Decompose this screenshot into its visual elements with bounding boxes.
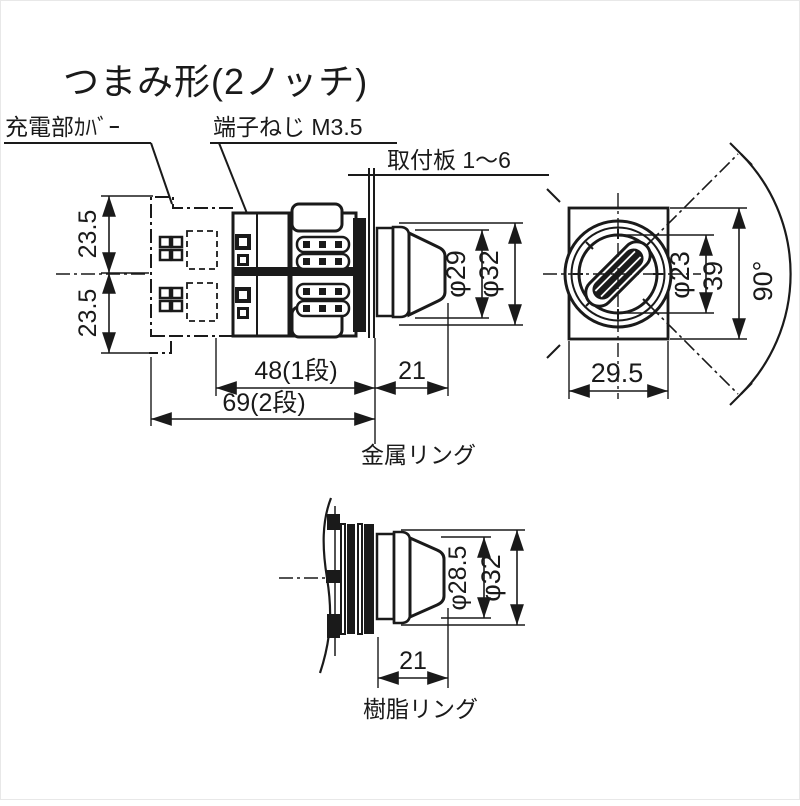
- dim-side-diameters: φ29 φ32: [399, 222, 523, 326]
- callout-terminal-screw: 端子ねじ M3.5: [210, 114, 397, 242]
- dim-depth-stage1: 48(1段): [254, 357, 337, 385]
- dim-rotation-angle: 90°: [748, 261, 778, 302]
- body-terminal-rows: [295, 235, 351, 318]
- live-part-cover-label: 充電部ｶﾊﾞｰ: [5, 114, 120, 140]
- ring-flange: [391, 225, 411, 319]
- dim-front-len-resin: 21: [399, 647, 427, 675]
- metal-ring-label: 金属リング: [361, 442, 476, 468]
- resin-ring-label: 樹脂リング: [363, 696, 478, 722]
- mounting-plate: [368, 168, 375, 338]
- dim-front-vertical: φ23 39: [621, 207, 747, 340]
- dim-resin-diameters: φ28.5 φ32: [401, 529, 525, 626]
- dim-terminal-pitch: 23.5 23.5: [74, 195, 153, 354]
- rotation-range: 90°: [648, 142, 792, 406]
- live-part-cover-outline: [149, 196, 233, 354]
- dim-body-height: 39: [698, 261, 728, 291]
- resin-ring-view: φ28.5 φ32 21 樹脂リング: [279, 497, 525, 722]
- dim-front-len-side: 21: [398, 357, 426, 385]
- switch-body: [231, 202, 366, 339]
- callout-live-part-cover: 充電部ｶﾊﾞｰ: [4, 114, 173, 205]
- mounting-plate-label: 取付板 1～6: [387, 147, 511, 173]
- resin-knob: [408, 535, 446, 620]
- ring-knurl: [375, 226, 395, 318]
- rotation-arc: [740, 153, 792, 395]
- corner-tick-top-left: [546, 188, 561, 203]
- side-view: 23.5 23.5 φ29 φ32 48(1段) 21 69(2段): [56, 168, 523, 468]
- metal-ring-and-knob: [375, 225, 447, 319]
- knob: [407, 230, 447, 318]
- dim-depth-stage2: 69(2段): [222, 389, 305, 417]
- live-part-cover-leader-line: [150, 142, 173, 205]
- terminal-screw-label: 端子ねじ M3.5: [213, 114, 363, 140]
- dim-pitch-lower: 23.5: [74, 289, 102, 338]
- body-clip-top: [290, 202, 344, 233]
- body-terminal-screws: [235, 234, 251, 319]
- front-view: 90° φ23 39 29.5: [543, 142, 792, 406]
- callout-mounting-plate: 取付板 1～6: [348, 147, 549, 176]
- drawing-title: つまみ形(2ノッチ): [63, 61, 368, 102]
- dim-resin-front-length: 21: [377, 608, 449, 688]
- spring-clip: [318, 497, 343, 674]
- resin-ring-and-knob: [375, 530, 446, 625]
- dim-ring-dia-resin: φ32: [476, 554, 506, 602]
- resin-plate-stack: [340, 523, 374, 635]
- corner-tick-bottom-left: [546, 344, 561, 359]
- cover-terminal-screws: [158, 235, 184, 313]
- dim-knob-dia-side: φ29: [441, 250, 471, 298]
- resin-ring-knurl: [375, 532, 396, 621]
- dim-pitch-upper: 23.5: [74, 210, 102, 259]
- resin-ring-flange: [392, 530, 412, 625]
- dim-body-width: 29.5: [591, 358, 644, 388]
- dim-side-lengths: 48(1段) 21 69(2段): [150, 303, 449, 444]
- dim-front-width: 29.5: [568, 341, 669, 399]
- dim-knob-dia-resin: φ28.5: [444, 546, 472, 611]
- body-end-cap: [353, 218, 366, 332]
- dim-knob-dia-front: φ23: [665, 251, 695, 299]
- dim-ring-dia-side: φ32: [474, 250, 504, 298]
